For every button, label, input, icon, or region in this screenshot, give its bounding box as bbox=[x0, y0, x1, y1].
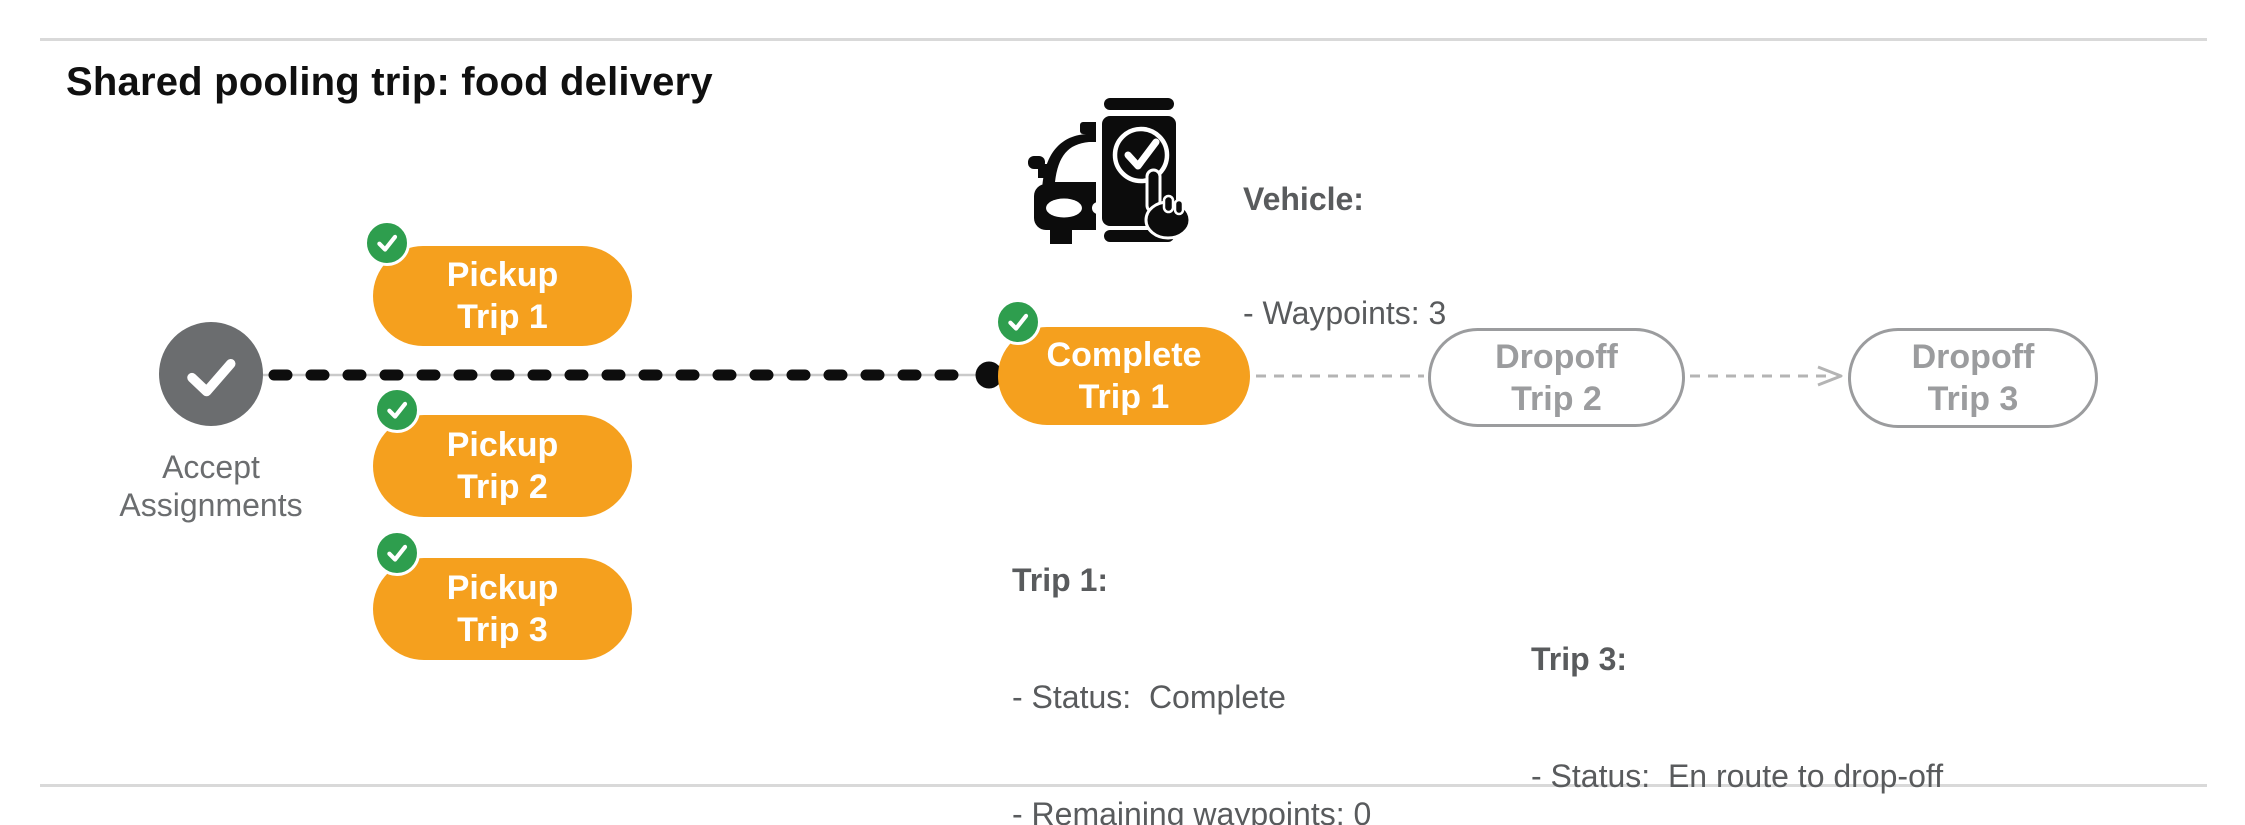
hand-knuckle bbox=[1173, 198, 1185, 216]
check-badge-pickup-3 bbox=[374, 530, 420, 576]
node-pickup-trip-2: Pickup Trip 2 bbox=[373, 415, 632, 517]
node-label-line1: Pickup bbox=[446, 256, 559, 294]
bottom-divider bbox=[40, 784, 2207, 787]
node-label-line1: Pickup bbox=[446, 569, 559, 607]
car-headlight bbox=[1046, 198, 1082, 218]
page-title: Shared pooling trip: food delivery bbox=[66, 60, 713, 104]
accept-assignments-label: Accept Assignments bbox=[61, 448, 361, 524]
node-dropoff-trip-3: Dropoff Trip 3 bbox=[1848, 328, 2098, 428]
check-badge-pickup-1 bbox=[364, 220, 410, 266]
trip-1-remaining: - Remaining waypoints: 0 bbox=[1012, 796, 1372, 825]
check-badge-pickup-2 bbox=[374, 387, 420, 433]
node-label-line2: Trip 2 bbox=[457, 468, 548, 506]
node-label-line1: Dropoff bbox=[1495, 337, 1618, 376]
vehicle-info: Vehicle: - Waypoints: 3 bbox=[1243, 104, 1446, 408]
trip-details-right: Trip 3: - Status: En route to drop-off -… bbox=[1531, 562, 1943, 825]
node-complete-trip-1: Complete Trip 1 bbox=[998, 327, 1250, 425]
check-icon bbox=[187, 359, 236, 397]
trip-3-status: - Status: En route to drop-off bbox=[1531, 758, 1944, 794]
check-badge-icon bbox=[387, 401, 408, 419]
node-label-line1: Dropoff bbox=[1911, 338, 2035, 376]
phone-check-ring bbox=[1112, 126, 1170, 184]
car-wheel bbox=[1050, 230, 1072, 244]
check-badge-icon bbox=[377, 234, 398, 252]
accept-assignments-node bbox=[159, 322, 263, 426]
car-mirror-stem bbox=[1038, 164, 1050, 178]
route-current-position-dot bbox=[975, 361, 1003, 389]
car-phone-check-icon bbox=[1028, 94, 1190, 246]
node-pickup-trip-1: Pickup Trip 1 bbox=[373, 246, 632, 346]
trip-1-label: Trip 1: bbox=[1012, 562, 1109, 598]
trip-1-status: - Status: Complete bbox=[1012, 679, 1286, 715]
check-badge-icon bbox=[1008, 313, 1029, 331]
hand-knuckle bbox=[1162, 194, 1175, 214]
arrowhead-icon bbox=[1817, 365, 1843, 387]
node-label-line2: Trip 3 bbox=[1927, 380, 2019, 418]
node-label-line2: Trip 2 bbox=[1511, 379, 1602, 418]
phone-check-mark bbox=[1124, 138, 1160, 170]
node-label-line2: Trip 3 bbox=[457, 611, 548, 649]
trip-3-label: Trip 3: bbox=[1531, 641, 1628, 677]
accept-label-line1: Accept bbox=[162, 449, 260, 485]
phone-top-bar bbox=[1104, 98, 1174, 110]
top-divider bbox=[40, 38, 2207, 41]
node-pickup-trip-3: Pickup Trip 3 bbox=[373, 558, 632, 660]
node-label-line1: Complete bbox=[1046, 336, 1202, 374]
taxi-sign bbox=[1080, 122, 1100, 134]
vehicle-waypoints: - Waypoints: 3 bbox=[1243, 295, 1447, 331]
check-badge-icon bbox=[387, 544, 408, 562]
trip-details-left: Trip 1: - Status: Complete - Remaining w… bbox=[1012, 483, 1424, 825]
node-label-line2: Trip 1 bbox=[1078, 378, 1170, 416]
accept-label-line2: Assignments bbox=[119, 487, 303, 523]
check-badge-complete-1 bbox=[995, 299, 1041, 345]
vehicle-label: Vehicle: bbox=[1243, 181, 1364, 217]
node-label-line1: Pickup bbox=[446, 426, 559, 464]
node-label-line2: Trip 1 bbox=[457, 298, 548, 336]
node-dropoff-trip-2: Dropoff Trip 2 bbox=[1428, 328, 1685, 427]
